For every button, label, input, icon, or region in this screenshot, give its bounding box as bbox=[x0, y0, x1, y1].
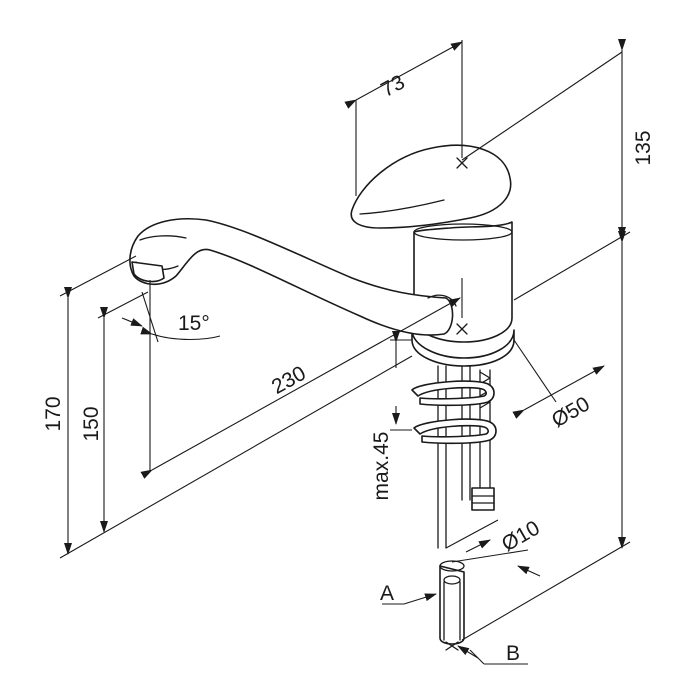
label-73: 73 bbox=[377, 71, 408, 102]
dim-135 bbox=[461, 39, 631, 641]
label-150: 150 bbox=[80, 406, 103, 441]
dim-170-150 bbox=[59, 255, 413, 559]
label-230: 230 bbox=[268, 362, 310, 399]
callout-a bbox=[382, 593, 437, 605]
dim-d50 bbox=[512, 339, 605, 419]
label-135: 135 bbox=[632, 130, 655, 165]
label-d10: Ø10 bbox=[498, 516, 544, 556]
dim-max45 bbox=[390, 331, 412, 431]
label-15deg: 15° bbox=[178, 312, 210, 335]
lever-handle bbox=[350, 144, 512, 229]
label-max45: max.45 bbox=[370, 432, 393, 501]
dim-d10 bbox=[445, 519, 541, 577]
dim-15deg bbox=[121, 280, 221, 472]
dim-230 bbox=[140, 297, 461, 479]
label-b: B bbox=[506, 642, 520, 665]
label-170: 170 bbox=[42, 396, 65, 431]
clamp-lower bbox=[413, 418, 497, 445]
callout-b bbox=[457, 645, 528, 665]
label-a: A bbox=[380, 582, 394, 605]
label-d50: Ø50 bbox=[548, 392, 594, 432]
mounting-hardware bbox=[411, 365, 497, 651]
clamp-upper bbox=[411, 380, 495, 407]
dim-73 bbox=[344, 41, 463, 196]
